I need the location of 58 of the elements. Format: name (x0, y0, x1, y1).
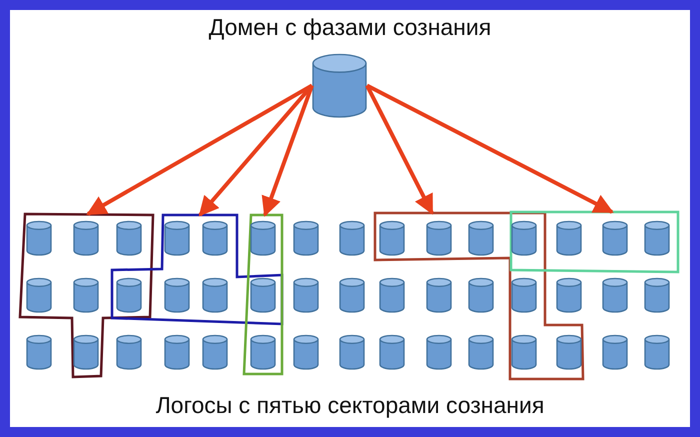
cylinder (339, 278, 365, 312)
sector-outline (112, 215, 282, 324)
cylinder (602, 278, 628, 312)
cylinder (26, 221, 52, 255)
cylinder (468, 221, 494, 255)
title: Домен с фазами сознания (208, 14, 492, 40)
arrow (366, 84, 614, 214)
cylinder (644, 335, 670, 369)
cylinder (116, 278, 142, 312)
arrow (262, 84, 314, 217)
cylinder (293, 335, 319, 369)
cylinder (202, 278, 228, 312)
cylinder (250, 221, 276, 255)
sector-outline (20, 214, 153, 377)
cylinder (426, 221, 452, 255)
cylinder (379, 278, 405, 312)
cylinder (293, 221, 319, 255)
cylinder (339, 221, 365, 255)
sector-outline (511, 212, 678, 272)
cylinder (26, 335, 52, 369)
cylinder (164, 335, 190, 369)
cylinder (164, 278, 190, 312)
cylinder (312, 54, 367, 117)
cylinder (556, 221, 582, 255)
cylinder (73, 335, 99, 369)
cylinder (202, 221, 228, 255)
cylinder (379, 221, 405, 255)
cylinder (468, 278, 494, 312)
cylinder (116, 335, 142, 369)
cylinder (426, 335, 452, 369)
caption: Логосы с пятью секторами сознания (156, 392, 544, 418)
cylinder (250, 335, 276, 369)
arrow (198, 84, 314, 217)
cylinder (164, 221, 190, 255)
cylinder (602, 335, 628, 369)
arrow (86, 84, 313, 216)
cylinder (511, 335, 537, 369)
cylinder (511, 278, 537, 312)
cylinder (426, 278, 452, 312)
cylinder (556, 335, 582, 369)
cylinder (293, 278, 319, 312)
cylinder (116, 221, 142, 255)
cylinder (511, 221, 537, 255)
sector-outline (375, 213, 583, 379)
arrow (365, 84, 434, 215)
cylinder (202, 335, 228, 369)
cylinder (644, 278, 670, 312)
cylinder (73, 221, 99, 255)
sector-outline (244, 215, 282, 374)
cylinder (468, 335, 494, 369)
cylinder (602, 221, 628, 255)
cylinder (644, 221, 670, 255)
cylinder (73, 278, 99, 312)
cylinder (556, 278, 582, 312)
cylinder (339, 335, 365, 369)
cylinder (26, 278, 52, 312)
cylinder (379, 335, 405, 369)
cylinder (250, 278, 276, 312)
